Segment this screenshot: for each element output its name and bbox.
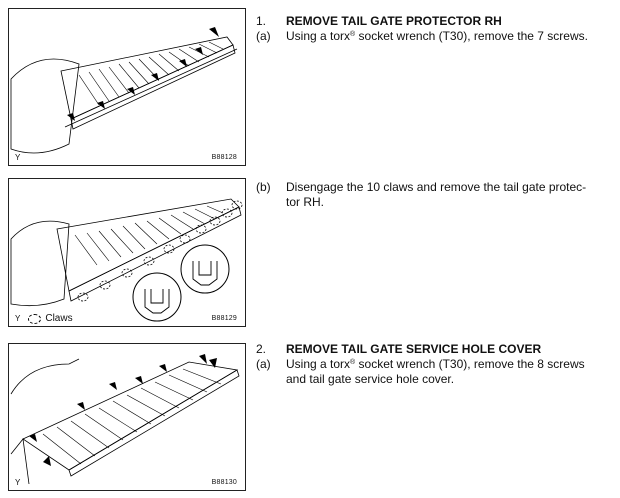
claws-legend: Y Claws [15, 313, 73, 324]
tailgate-illustration [10, 27, 238, 154]
step-2: 2. REMOVE TAIL GATE SERVICE HOLE COVER (… [256, 342, 616, 387]
claw-marker-icon [28, 313, 42, 324]
substep-text: Using a torx® socket wrench (T30), remov… [286, 29, 588, 43]
step-number: 2. [256, 342, 267, 356]
step-1: 1. REMOVE TAIL GATE PROTECTOR RH (a) Usi… [256, 14, 616, 44]
legend-label: Claws [45, 313, 73, 324]
registered-mark: ® [350, 359, 356, 366]
step-1-substep-b: (b) Disengage the 10 claws and remove th… [256, 180, 616, 210]
substep-label: (a) [256, 29, 271, 43]
figure-code: B88130 [211, 479, 237, 486]
figure-corner-letter: Y [15, 478, 21, 487]
substep-text: Using a torx® socket wrench (T30), remov… [286, 357, 585, 386]
figure-service-hole-cover: Y B88130 [8, 343, 246, 491]
figure-code: B88129 [211, 315, 237, 322]
figure-disengage-claws: Y Claws B88129 [8, 178, 246, 327]
step-title: REMOVE TAIL GATE SERVICE HOLE COVER [286, 342, 542, 356]
figure-corner-letter: Y [15, 153, 21, 162]
figure-code: B88128 [211, 154, 237, 161]
tailgate-open-illustration [10, 354, 240, 485]
substep-label: (b) [256, 180, 271, 194]
step-number: 1. [256, 14, 267, 28]
step-title: REMOVE TAIL GATE PROTECTOR RH [286, 14, 502, 28]
figure-remove-screws: Y B88128 [8, 8, 246, 166]
substep-text: Disengage the 10 claws and remove the ta… [286, 180, 587, 209]
substep-label: (a) [256, 357, 271, 371]
tailgate-claws-illustration [10, 198, 243, 322]
figure-corner-letter: Y [15, 314, 21, 323]
registered-mark: ® [350, 31, 356, 38]
